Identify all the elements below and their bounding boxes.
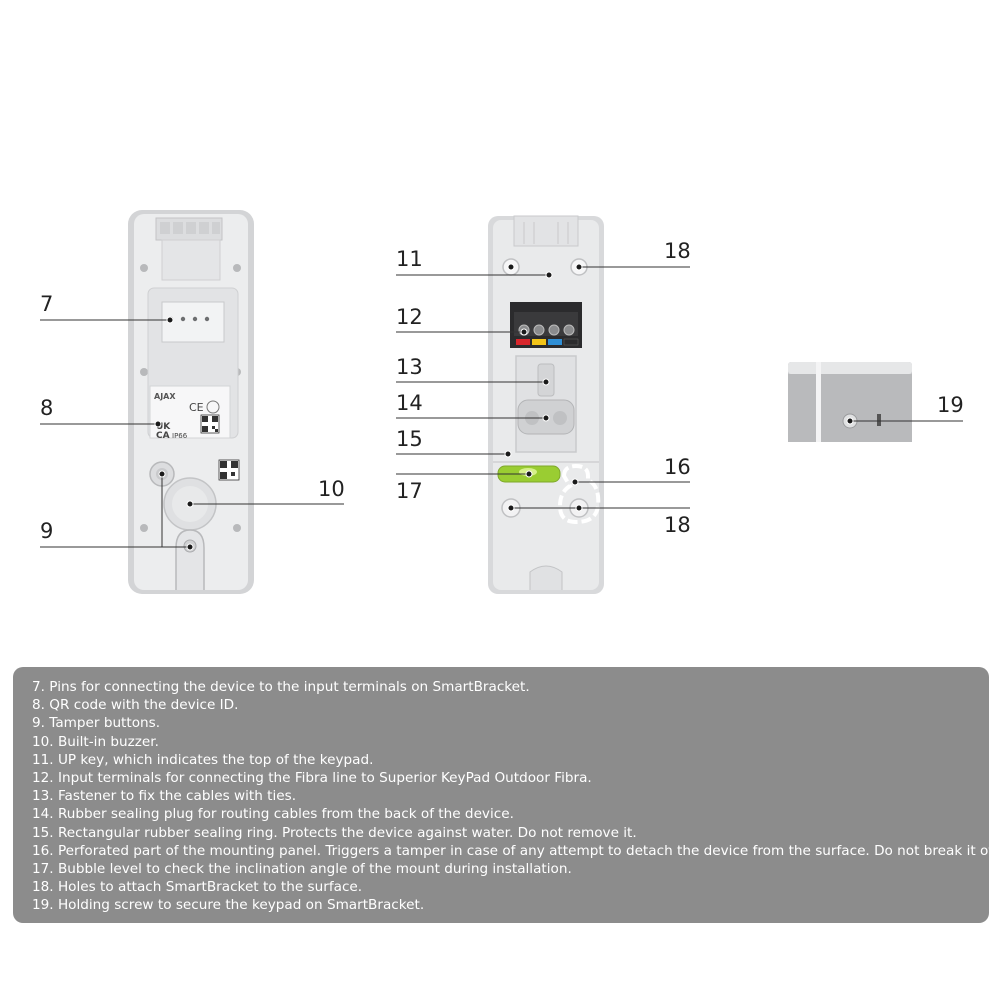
callout-18-top: 18 bbox=[664, 239, 691, 263]
callout-15: 15 bbox=[396, 427, 423, 451]
callout-dots bbox=[154, 263, 854, 551]
legend-item-8: 8. QR code with the device ID. bbox=[32, 697, 239, 714]
keypad-side-view bbox=[788, 362, 912, 442]
qr-code-icon bbox=[200, 414, 220, 434]
legend-item-19: 19. Holding screw to secure the keypad o… bbox=[32, 897, 425, 914]
callout-10: 10 bbox=[318, 477, 345, 501]
callout-12: 12 bbox=[396, 305, 423, 329]
connector-pin bbox=[204, 316, 210, 322]
callout-9: 9 bbox=[40, 519, 53, 543]
legend-item-7: 7. Pins for connecting the device to the… bbox=[32, 679, 530, 695]
label-ukca-ca: CA bbox=[156, 431, 170, 441]
label-brand: AJAX bbox=[154, 392, 176, 401]
callout-19: 19 bbox=[937, 393, 964, 417]
legend-item-13: 13. Fastener to fix the cables with ties… bbox=[32, 788, 297, 805]
callout-13: 13 bbox=[396, 355, 423, 379]
connector-pin bbox=[180, 316, 186, 322]
callout-17: 17 bbox=[396, 479, 423, 503]
legend-item-15: 15. Rectangular rubber sealing ring. Pro… bbox=[32, 824, 637, 841]
legend-item-16: 16. Perforated part of the mounting pane… bbox=[32, 842, 1000, 859]
qr-code-icon bbox=[218, 459, 240, 481]
callout-11: 11 bbox=[396, 247, 423, 271]
legend-item-9: 9. Tamper buttons. bbox=[32, 715, 161, 732]
callout-14: 14 bbox=[396, 391, 423, 415]
callout-16: 16 bbox=[664, 455, 691, 479]
keypad-back-view: AJAX CE UK CA IP66 bbox=[128, 210, 254, 594]
label-ip-rating: IP66 bbox=[172, 432, 188, 440]
callout-18-bottom: 18 bbox=[664, 513, 691, 537]
callout-lines bbox=[40, 266, 963, 548]
legend-panel: 7. Pins for connecting the device to the… bbox=[13, 667, 1000, 923]
legend-item-11: 11. UP key, which indicates the top of t… bbox=[32, 751, 374, 768]
callout-7: 7 bbox=[40, 292, 53, 316]
smartbracket-view bbox=[488, 215, 604, 594]
callout-8: 8 bbox=[40, 396, 53, 420]
legend-item-17: 17. Bubble level to check the inclinatio… bbox=[32, 861, 572, 878]
connector-pin bbox=[192, 316, 198, 322]
legend-item-14: 14. Rubber sealing plug for routing cabl… bbox=[32, 806, 514, 823]
legend-item-10: 10. Built-in buzzer. bbox=[32, 733, 159, 750]
legend-item-18: 18. Holes to attach SmartBracket to the … bbox=[32, 879, 363, 896]
ce-mark: CE bbox=[189, 401, 204, 414]
legend-item-12: 12. Input terminals for connecting the F… bbox=[32, 770, 592, 787]
label-ukca-uk: UK bbox=[156, 422, 171, 432]
